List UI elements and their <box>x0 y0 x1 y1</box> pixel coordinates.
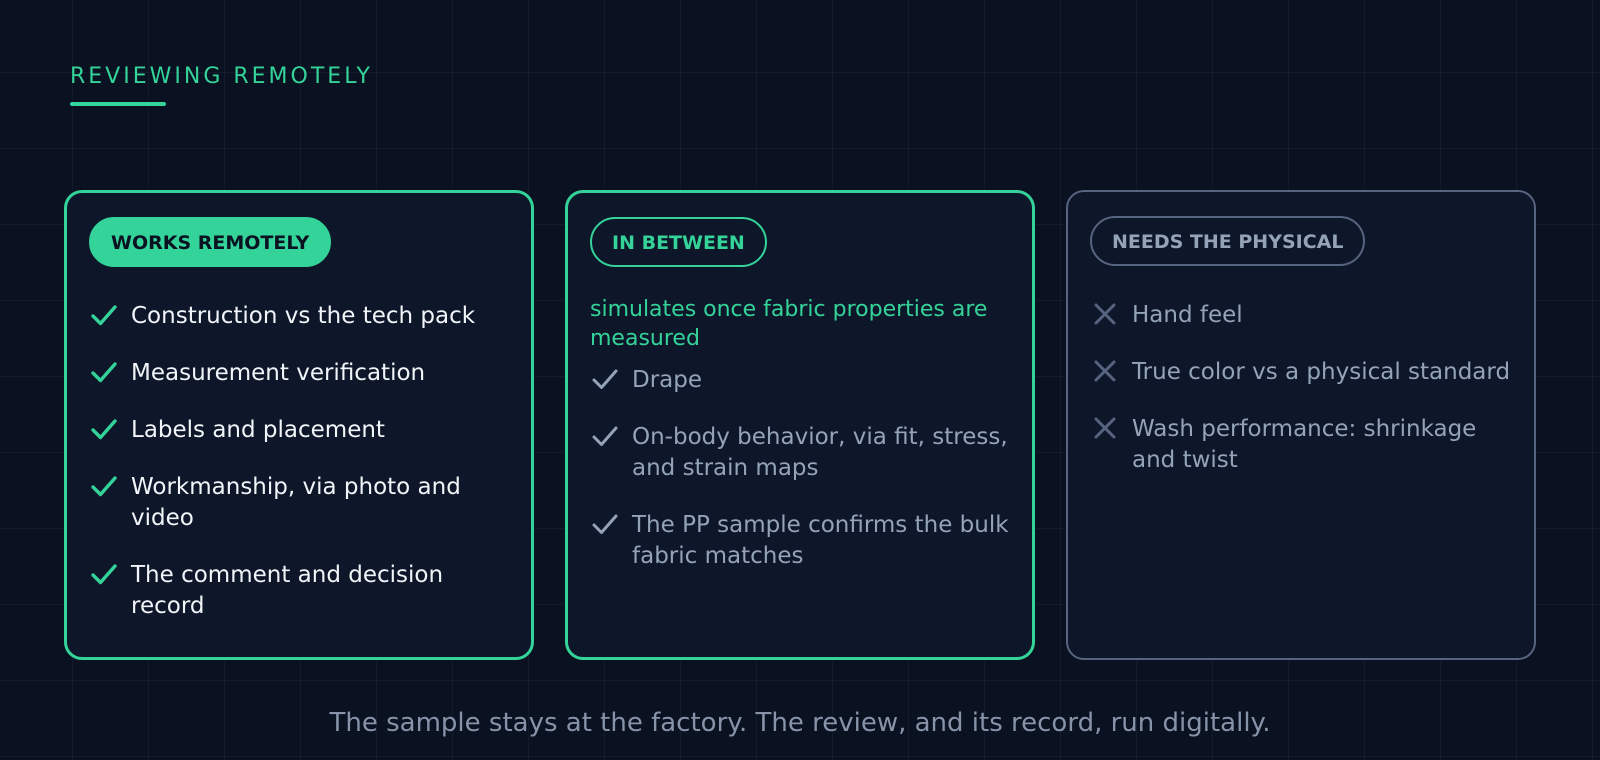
list-item: Drape <box>590 365 1010 396</box>
section-eyebrow: REVIEWING REMOTELY <box>70 64 373 89</box>
check-icon <box>91 305 117 326</box>
x-icon <box>1094 360 1116 382</box>
in-between-list: Drape On-body behavior, via fit, stress,… <box>590 365 1010 572</box>
card-works-remotely: WORKS REMOTELY Construction vs the tech … <box>64 190 534 660</box>
list-item-text: Labels and placement <box>131 417 385 443</box>
pill-needs-physical: NEEDS THE PHYSICAL <box>1090 216 1366 266</box>
footer-caption: The sample stays at the factory. The rev… <box>329 708 1271 738</box>
check-icon <box>91 564 117 585</box>
list-item: Hand feel <box>1090 300 1512 331</box>
list-item-text: Drape <box>632 367 703 393</box>
x-icon <box>1094 417 1116 439</box>
x-icon <box>1094 303 1116 325</box>
check-icon <box>592 369 618 389</box>
list-item: Labels and placement <box>89 415 509 446</box>
list-item-text: True color vs a physical standard <box>1132 359 1511 385</box>
list-item: The PP sample confirms the bulk fabric m… <box>590 510 1010 572</box>
needs-physical-list: Hand feel True color vs a physical stand… <box>1090 300 1512 476</box>
pill-in-between: IN BETWEEN <box>590 217 767 267</box>
list-item: On-body behavior, via fit, stress, and s… <box>590 422 1010 484</box>
check-icon <box>592 426 618 446</box>
in-between-note: simulates once fabric properties are mea… <box>590 297 988 351</box>
check-icon <box>91 419 117 440</box>
eyebrow-underline <box>70 102 166 106</box>
list-item-text: Measurement verification <box>131 360 426 386</box>
list-item: Workmanship, via photo and video <box>89 472 509 534</box>
list-item: The comment and decision record <box>89 560 509 622</box>
card-in-between: IN BETWEEN simulates once fabric propert… <box>565 190 1035 660</box>
card-needs-physical: NEEDS THE PHYSICAL Hand feel True color … <box>1066 190 1536 660</box>
list-item-text: Construction vs the tech pack <box>131 303 476 329</box>
list-item-text: Hand feel <box>1132 302 1243 328</box>
list-item-text: Workmanship, via photo and video <box>131 474 461 531</box>
check-icon <box>91 362 117 383</box>
list-item-text: The PP sample confirms the bulk fabric m… <box>632 512 1009 569</box>
pill-works-remotely: WORKS REMOTELY <box>89 217 332 267</box>
list-item-text: Wash performance: shrinkage and twist <box>1132 416 1477 473</box>
list-item: Measurement verification <box>89 358 509 389</box>
list-item: True color vs a physical standard <box>1090 357 1512 388</box>
list-item: Wash performance: shrinkage and twist <box>1090 414 1512 476</box>
list-item-text: On-body behavior, via fit, stress, and s… <box>632 424 1008 481</box>
works-remotely-list: Construction vs the tech pack Measuremen… <box>89 301 509 622</box>
check-icon <box>592 514 618 534</box>
list-item-text: The comment and decision record <box>131 562 444 619</box>
list-item: Construction vs the tech pack <box>89 301 509 332</box>
check-icon <box>91 476 117 497</box>
